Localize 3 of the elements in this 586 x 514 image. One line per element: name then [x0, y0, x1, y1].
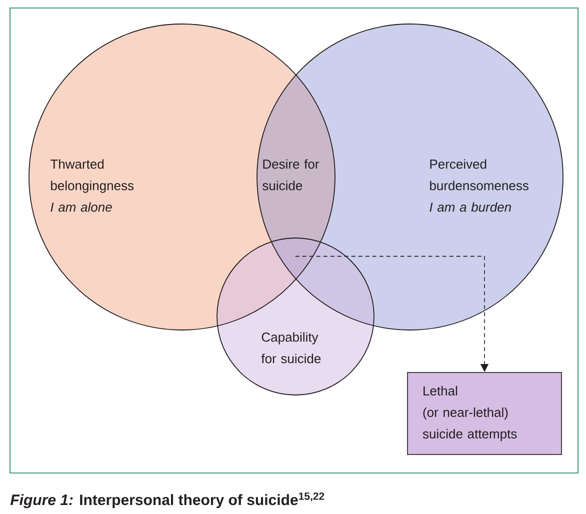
outcome-box: Lethal (or near-lethal) suicide attempts: [407, 372, 562, 455]
figure-caption: Figure 1: Interpersonal theory of suicide$^{15,22}$: [10, 492, 324, 508]
overlap-label: Desire for suicide: [262, 159, 320, 190]
